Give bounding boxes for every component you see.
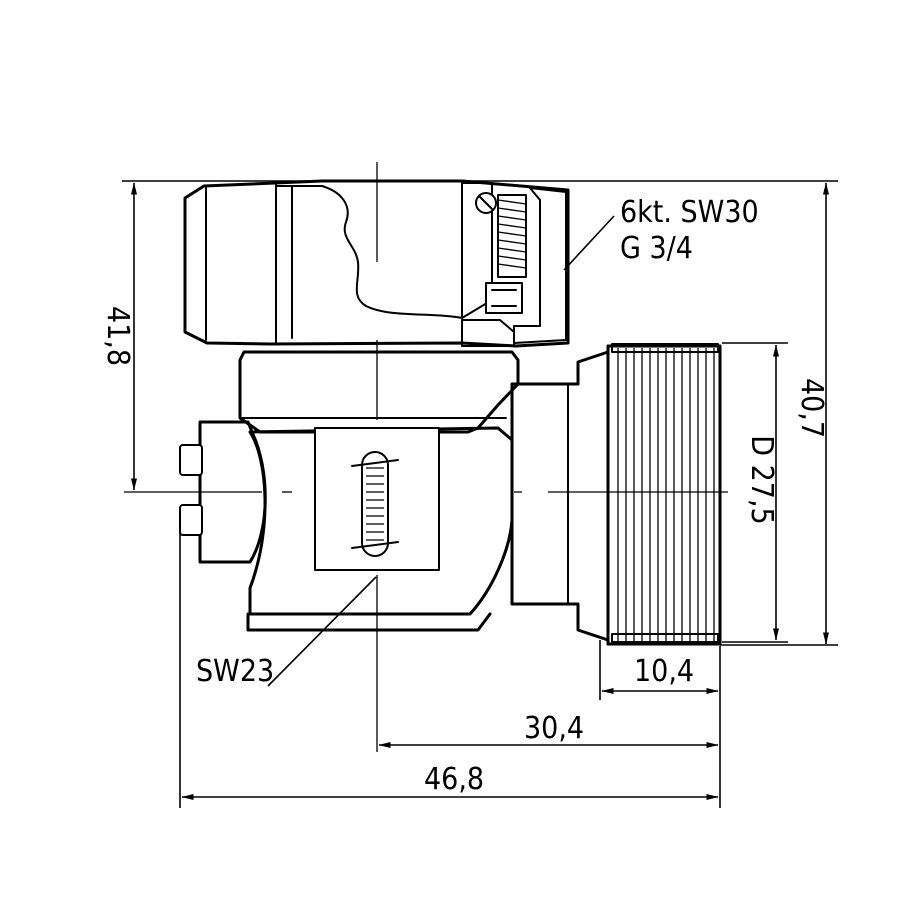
union-nut [183, 179, 570, 348]
label-height-left: 41,8 [100, 306, 135, 366]
nut-thread [497, 194, 527, 278]
label-thread: G 3/4 [620, 231, 693, 266]
center-lines [124, 162, 728, 752]
dimension-lines [122, 180, 838, 808]
spring-slot [351, 451, 399, 557]
leader-lines [267, 215, 615, 687]
label-thread-diameter: D 27,5 [744, 435, 779, 524]
union-nut-section [461, 182, 567, 347]
threaded-connector [606, 343, 722, 646]
valve-body [179, 350, 610, 642]
label-length-short: 10,4 [634, 654, 694, 689]
label-height-right: 40,7 [794, 378, 829, 438]
labels: 6kt. SW30 G 3/4 SW23 10,4 30,4 46,8 41,8… [100, 195, 829, 797]
label-length-mid: 30,4 [524, 711, 584, 746]
label-hex-nut: 6kt. SW30 [620, 195, 759, 230]
label-wrench-size: SW23 [196, 654, 274, 689]
label-length-total: 46,8 [424, 762, 484, 797]
